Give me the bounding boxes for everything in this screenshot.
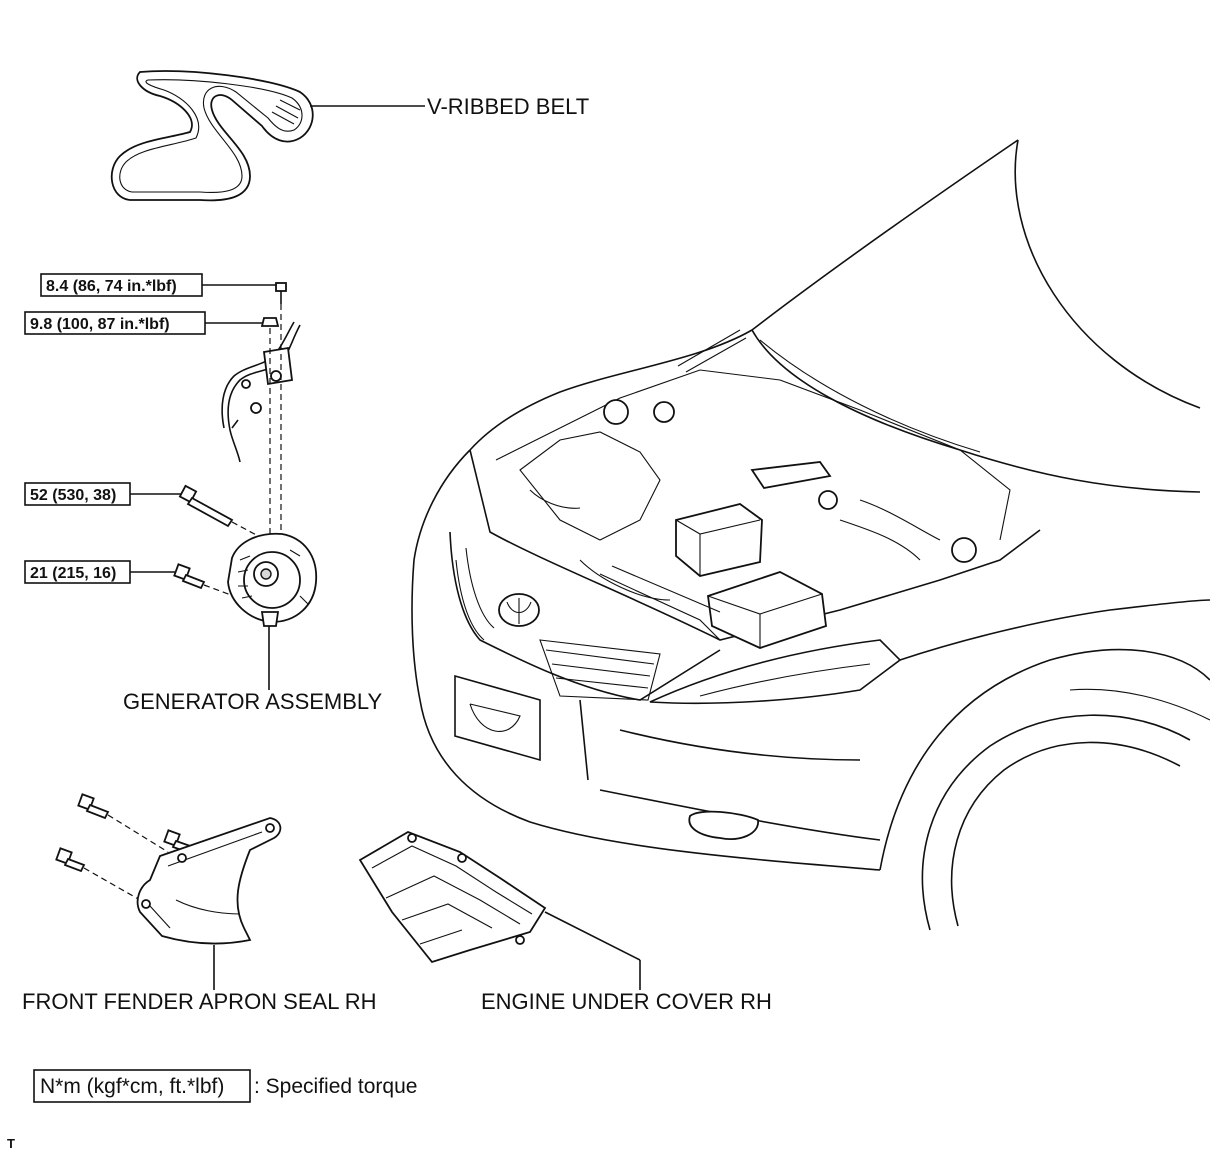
long-bolt-path: [231, 521, 263, 539]
torque-value-2: 9.8 (100, 87 in.*lbf): [30, 316, 170, 333]
generator-label: GENERATOR ASSEMBLY: [123, 689, 383, 714]
legend-description: : Specified torque: [254, 1075, 417, 1098]
seal-bolt-path-2: [107, 814, 169, 853]
front-fender-apron-seal: [136, 817, 282, 945]
legend-torque-unit-box: [33, 1069, 251, 1103]
apron-seal-label: FRONT FENDER APRON SEAL RH: [22, 989, 377, 1014]
legend-torque-unit: N*m (kgf*cm, ft.*lbf): [40, 1075, 224, 1098]
torque-value-3: 52 (530, 38): [30, 487, 116, 504]
torque-value-4: 21 (215, 16): [30, 565, 116, 582]
terminal-bolt: [275, 282, 287, 304]
v-ribbed-belt: [110, 70, 314, 202]
torque-value-1: 8.4 (86, 74 in.*lbf): [46, 278, 177, 295]
long-bolt: [178, 484, 234, 528]
corner-mark: T: [7, 1136, 15, 1151]
wire-harness: [221, 321, 301, 463]
terminal-nut: [260, 317, 280, 327]
under-cover-leader-a: [544, 911, 641, 961]
seal-bolt-3: [55, 847, 86, 873]
vehicle-illustration: [411, 139, 1210, 931]
short-bolt: [173, 563, 206, 590]
under-cover-label: ENGINE UNDER COVER RH: [481, 989, 772, 1014]
generator-assembly: [227, 532, 317, 627]
engine-under-cover: [358, 831, 547, 964]
belt-label: V-RIBBED BELT: [427, 94, 589, 119]
seal-bolt-2: [77, 793, 110, 820]
seal-bolt-path-3: [83, 867, 141, 901]
